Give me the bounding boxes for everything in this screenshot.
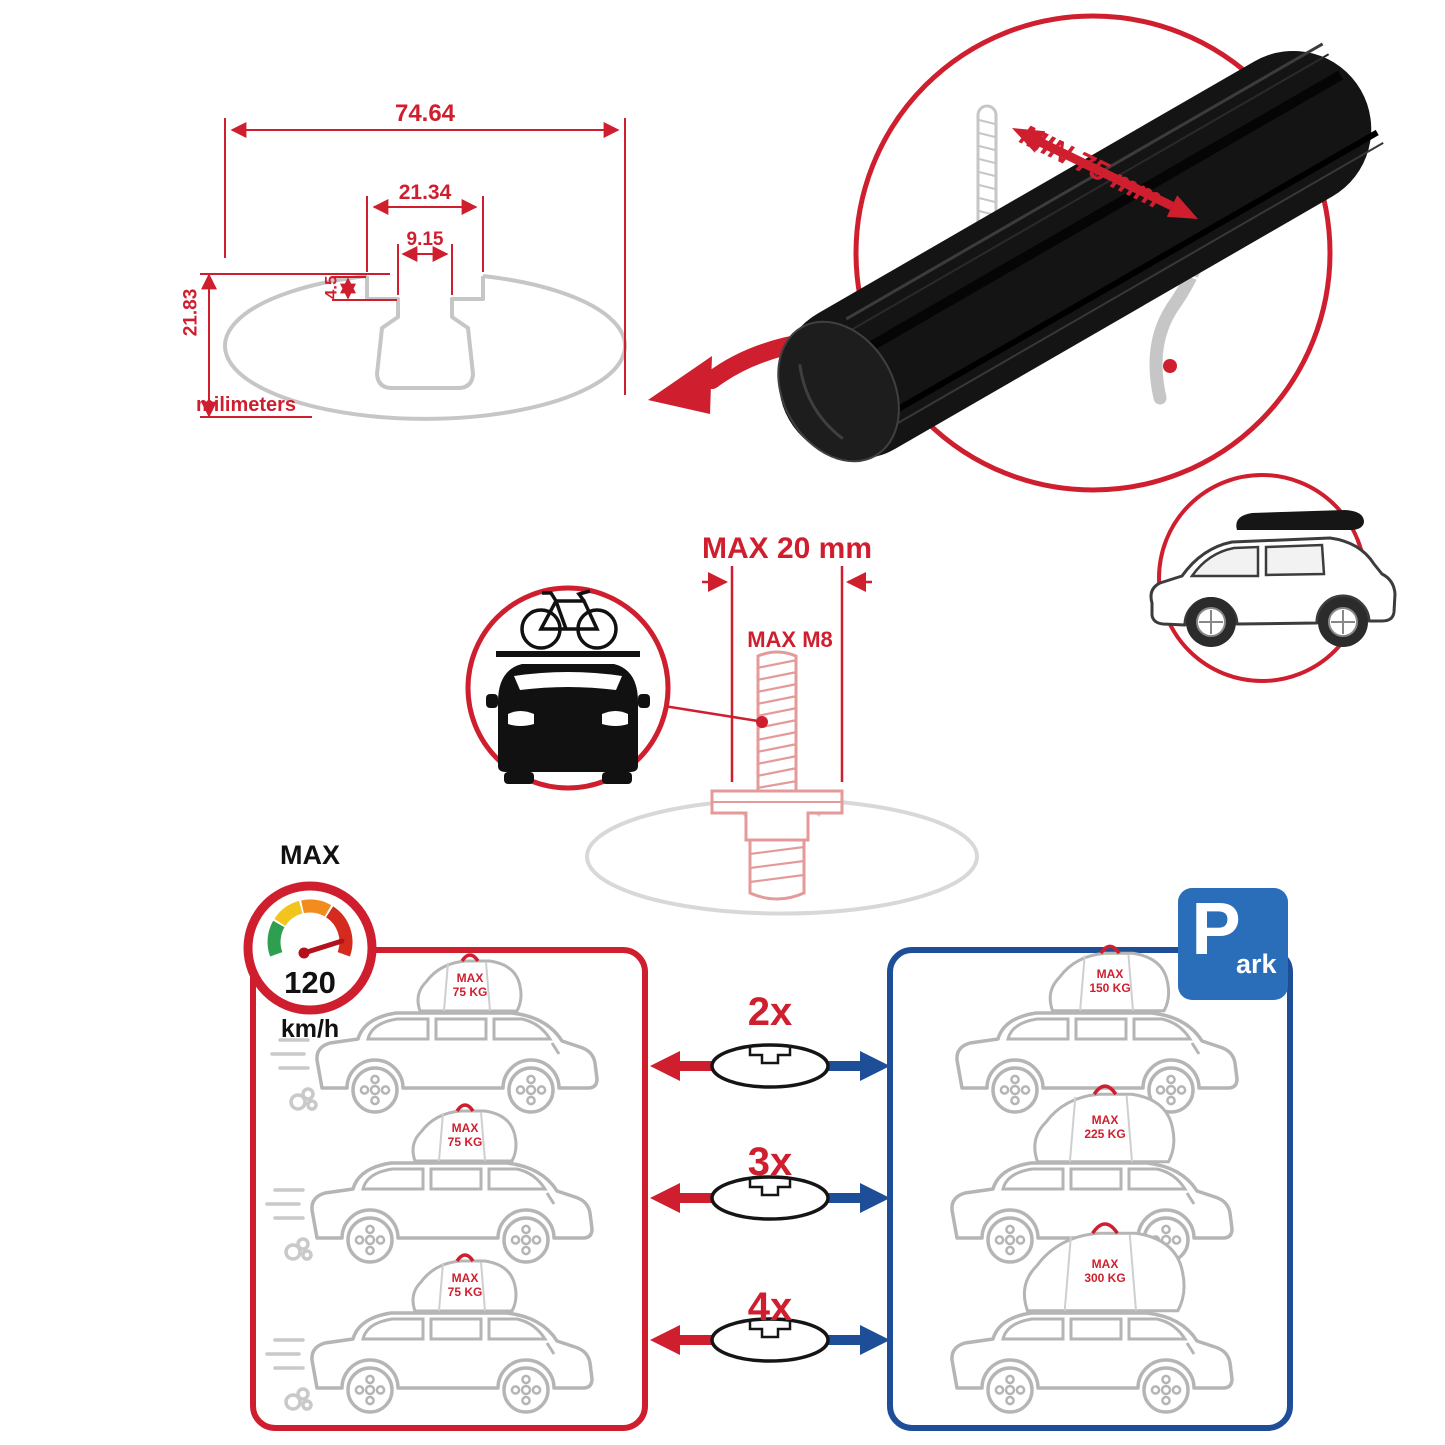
crossbar-3d [777, 42, 1384, 463]
cargo-label-left-2: MAX 75 KG [447, 1121, 483, 1150]
crossbar-count-row-2 [650, 1175, 890, 1221]
bicycle-icon [520, 589, 618, 650]
crossbar-profile-drawing [223, 274, 627, 421]
bike-car-detail [465, 585, 671, 791]
max-20mm-label: MAX 20 mm [701, 532, 873, 565]
wheels [1186, 597, 1368, 647]
multiplier-3x: 3x [747, 1140, 793, 1184]
speedometer [243, 881, 377, 1015]
speed-max-caption: MAX [280, 840, 340, 870]
multiplier-4x: 4x [747, 1285, 793, 1329]
bolt-leader [663, 704, 768, 728]
min75-arrow [1012, 128, 1198, 219]
dim-slot-outer: 21.34 [398, 181, 452, 204]
speedometer-needle [301, 938, 345, 956]
dim-total-height: 21.83 [180, 288, 202, 337]
roof-box [1236, 510, 1364, 530]
cargo-label-right-2: MAX 225 KG [1084, 1113, 1126, 1142]
cargo-label-left-1: MAX 75 KG [452, 971, 488, 1000]
cargo-label-right-3: MAX 300 KG [1084, 1257, 1126, 1286]
max-m8-label: MAX M8 [747, 627, 833, 652]
dim-total-width: 74.64 [394, 100, 456, 127]
dimension-lines [200, 118, 626, 418]
park-sign-letter: P [1191, 887, 1241, 970]
detail-circle [853, 13, 1333, 493]
dim-lip-depth: 4.5 [321, 275, 341, 300]
dim-slot-inner: 9.15 [406, 229, 444, 250]
cargo-label-left-3: MAX 75 KG [447, 1271, 483, 1300]
park-sign [1178, 888, 1288, 1000]
bolt-dimension-lines [702, 566, 872, 782]
units-label: milimeters [196, 394, 297, 416]
speed-value: 120 [284, 965, 336, 1000]
crossbar-count-row-1 [650, 1043, 890, 1089]
crossbar-count-row-3 [650, 1317, 890, 1363]
clamp-point-dot [1163, 359, 1177, 373]
roofbox-car-detail [1149, 473, 1397, 683]
car-front-silhouette [486, 664, 650, 784]
speed-unit: km/h [280, 1015, 340, 1043]
park-sign-suffix: ark [1236, 949, 1277, 979]
multiplier-2x: 2x [747, 990, 793, 1034]
bolt-drawing [710, 650, 844, 901]
cargo-label-right-1: MAX 150 KG [1089, 967, 1131, 996]
